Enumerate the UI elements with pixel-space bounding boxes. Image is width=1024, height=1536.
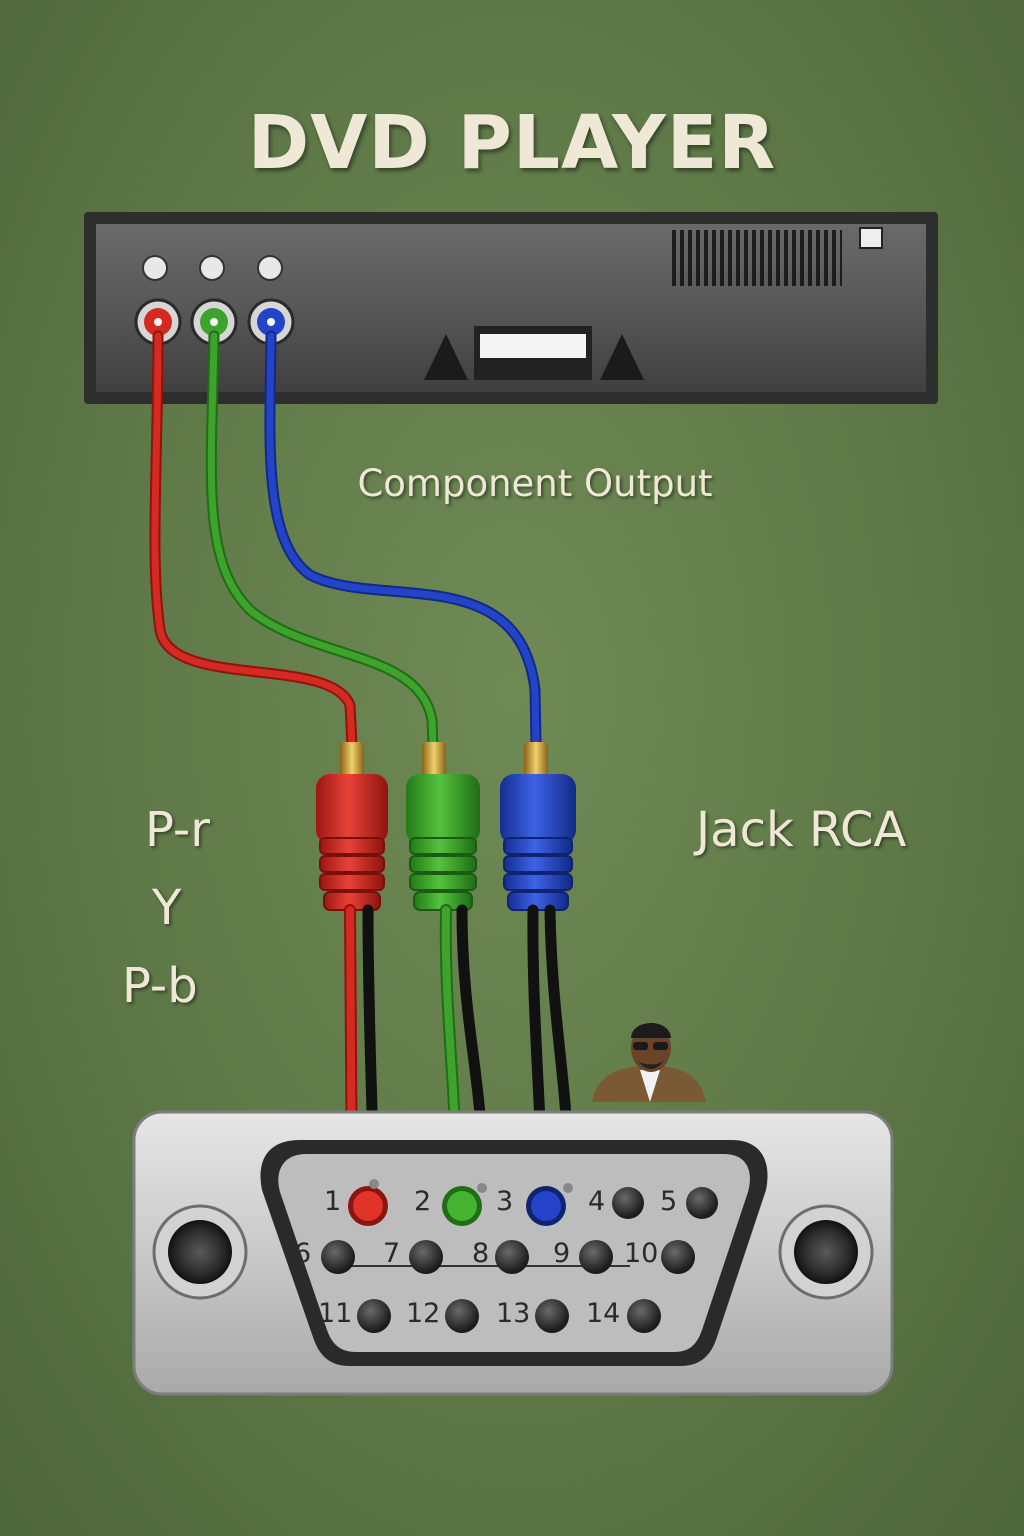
pin-label-8: 8 [472,1238,489,1269]
pin-4 [612,1187,644,1219]
pin-label-13: 13 [496,1298,530,1329]
pin-label-7: 7 [383,1238,400,1269]
rca-plug-blue [500,742,576,911]
pin-label-12: 12 [406,1298,440,1329]
pin-9 [579,1240,613,1274]
pin-label-6: 6 [294,1238,311,1269]
pin-label-4: 4 [588,1186,605,1217]
pin-13 [535,1299,569,1333]
indicator-led-2 [199,255,225,281]
pin-label-10: 10 [624,1238,658,1269]
upper-cables [149,330,542,751]
pin-6 [321,1240,355,1274]
pin-1-color [353,1191,383,1221]
diagram-title: DVD PLAYER [247,100,777,186]
pin-12 [445,1299,479,1333]
signal-label-pb: P-b [122,958,198,1014]
signal-label-y: Y [152,880,182,936]
dvd-player [84,212,938,404]
rca-plug-red [316,742,388,911]
jack-rca-label: Jack RCA [696,802,907,858]
pin-label-9: 9 [553,1238,570,1269]
disc-slot [480,334,586,358]
pin-label-11: 11 [318,1298,352,1329]
pin-label-3: 3 [496,1186,513,1217]
mounting-hole-left [152,1204,248,1300]
pin-8 [495,1240,529,1274]
mounting-hole-right [778,1204,874,1300]
wire-tip-blue [563,1183,573,1193]
pin-10 [661,1240,695,1274]
pin-label-2: 2 [414,1186,431,1217]
pin-label-14: 14 [586,1298,620,1329]
power-indicator [859,227,883,249]
vga-connector: 1 2 3 4 5 6 7 8 9 10 11 12 13 14 [132,1110,894,1396]
vent-grille [672,230,842,286]
eject-triangle-left-icon [424,334,468,380]
avatar [592,1023,706,1102]
component-jack-blue [247,298,295,346]
indicator-led-1 [142,255,168,281]
rca-plug-green [406,742,480,911]
pin-3-color [531,1191,561,1221]
indicator-led-3 [257,255,283,281]
wire-tip-red [369,1179,379,1189]
pin-label-5: 5 [660,1186,677,1217]
wire-tip-green [477,1183,487,1193]
pin-2-color [447,1191,477,1221]
wire-tips [369,1179,573,1193]
pin-14 [627,1299,661,1333]
pin-11 [357,1299,391,1333]
component-jack-green [190,298,238,346]
signal-label-pr: P-r [145,802,210,858]
pin-label-1: 1 [324,1186,341,1217]
pin-5 [686,1187,718,1219]
pin-7 [409,1240,443,1274]
eject-triangle-right-icon [600,334,644,380]
component-output-label: Component Output [357,462,713,505]
